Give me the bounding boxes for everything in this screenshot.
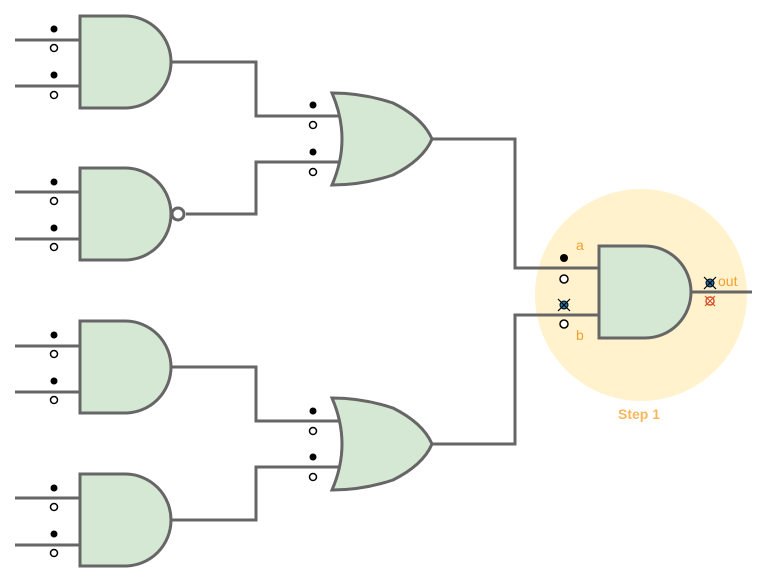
and-gate-1 xyxy=(78,14,173,110)
and-gate-3 xyxy=(78,319,173,415)
step-label: Step 1 xyxy=(618,406,660,422)
input-wires xyxy=(15,38,80,547)
or-gate-2 xyxy=(329,396,434,492)
input-b-label: b xyxy=(576,327,584,343)
output-marker-0 xyxy=(704,295,716,307)
or-gate-1 xyxy=(329,91,434,187)
input-state-markers xyxy=(49,25,571,558)
output-state-markers xyxy=(703,276,717,307)
input-b-selected-marker xyxy=(557,298,571,312)
and-gate-4 xyxy=(78,472,173,568)
connection-wires xyxy=(172,60,752,522)
final-and-gate xyxy=(597,244,693,340)
nand-inversion-bubble xyxy=(170,206,186,222)
input-a-label: a xyxy=(576,237,584,253)
nand-gate-2 xyxy=(78,166,173,262)
output-label: out xyxy=(718,273,738,289)
output-marker-1 xyxy=(703,276,717,290)
